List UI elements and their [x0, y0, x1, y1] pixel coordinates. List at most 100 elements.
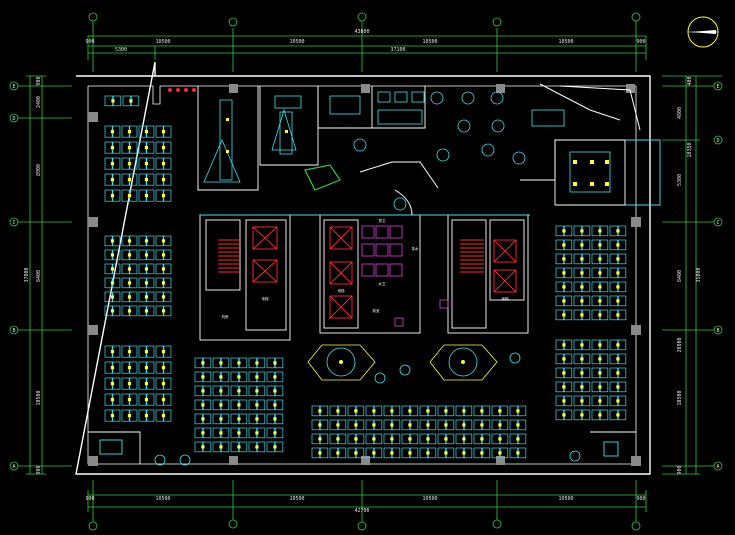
- room-label-elevator-3: 电梯: [502, 296, 510, 301]
- structural-columns: [88, 84, 641, 466]
- ceiling-light: [462, 409, 466, 413]
- grid-bubble-labels: E D C B A E D C B A: [12, 84, 719, 470]
- ceiling-light: [144, 194, 149, 198]
- top-dim-seg-5: 10500: [558, 39, 573, 45]
- top-dim-seg-3: 10500: [289, 39, 304, 45]
- ceiling-light: [580, 385, 584, 389]
- top-dim-seg-6: 900: [636, 39, 645, 45]
- ceiling-light: [598, 399, 602, 403]
- ceiling-light: [161, 146, 166, 150]
- left-overall-dim: 37000: [24, 267, 30, 282]
- ceiling-light: [580, 343, 584, 347]
- ceiling-light: [336, 423, 340, 427]
- room-labels: 电梯 电梯 电梯 男卫 女卫 前室 茶水 机房: [222, 218, 510, 319]
- ceiling-light: [237, 389, 241, 393]
- ceiling-light: [144, 366, 149, 370]
- grid-right-2: D: [716, 138, 719, 144]
- ceiling-light: [598, 243, 602, 247]
- ceiling-light: [372, 451, 376, 455]
- ceiling-light: [562, 371, 566, 375]
- ceiling-light: [580, 299, 584, 303]
- ceiling-light: [598, 285, 602, 289]
- restroom-fixtures: [361, 225, 449, 327]
- ceiling-light: [219, 375, 223, 379]
- ceiling-light: [161, 295, 166, 299]
- ceiling-light: [616, 229, 620, 233]
- ceiling-light: [444, 409, 448, 413]
- ceiling-light: [616, 257, 620, 261]
- ceiling-light: [110, 350, 115, 354]
- ceiling-light: [480, 423, 484, 427]
- ceiling-light: [598, 257, 602, 261]
- grid-right-1: E: [716, 84, 719, 90]
- ceiling-light: [219, 445, 223, 449]
- ceiling-light: [480, 451, 484, 455]
- ceiling-light: [127, 281, 132, 285]
- ceiling-light: [255, 417, 259, 421]
- bottom-overall-dim: 42700: [354, 508, 369, 514]
- reception-lights: [168, 88, 196, 92]
- ceiling-light: [598, 385, 602, 389]
- ceiling-light: [273, 445, 277, 449]
- bottom-dim-seg-3: 10500: [289, 496, 304, 502]
- ceiling-light: [408, 451, 412, 455]
- ceiling-light: [318, 451, 322, 455]
- ceiling-light: [562, 271, 566, 275]
- ceiling-light: [237, 431, 241, 435]
- ceiling-light: [110, 309, 115, 313]
- top-dim-seg-1: 900: [85, 39, 94, 45]
- ceiling-light: [598, 413, 602, 417]
- ceiling-light: [598, 343, 602, 347]
- ceiling-light: [144, 281, 149, 285]
- ceiling-light: [161, 162, 166, 166]
- ceiling-light: [110, 281, 115, 285]
- ceiling-light: [273, 389, 277, 393]
- ceiling-light: [255, 361, 259, 365]
- right-dim-seg-4: 5300: [677, 174, 683, 186]
- ceiling-light: [127, 414, 132, 418]
- ceiling-light: [110, 267, 115, 271]
- ceiling-light: [110, 194, 115, 198]
- ceiling-light: [444, 423, 448, 427]
- room-label-pantry: 茶水: [412, 246, 420, 251]
- grid-right-5: A: [716, 464, 719, 470]
- ceiling-light: [111, 99, 115, 103]
- top-overall-dim: 43800: [354, 29, 369, 35]
- ceiling-light: [426, 451, 430, 455]
- ceiling-light: [354, 423, 358, 427]
- ceiling-light: [255, 403, 259, 407]
- ceiling-light: [161, 350, 166, 354]
- ceiling-light: [616, 271, 620, 275]
- lounge-furniture: [154, 91, 581, 466]
- ceiling-light: [616, 399, 620, 403]
- ceiling-light: [444, 437, 448, 441]
- ceiling-light: [580, 285, 584, 289]
- left-dim-seg-5: 10500: [36, 390, 42, 405]
- ceiling-light: [480, 409, 484, 413]
- ceiling-light: [237, 445, 241, 449]
- ceiling-light: [219, 361, 223, 365]
- ceiling-light: [273, 361, 277, 365]
- ceiling-light: [161, 398, 166, 402]
- ceiling-light: [498, 423, 502, 427]
- ceiling-light: [562, 299, 566, 303]
- ceiling-light: [219, 389, 223, 393]
- ceiling-light: [516, 451, 520, 455]
- ceiling-light: [161, 281, 166, 285]
- ceiling-light: [144, 309, 149, 313]
- ceiling-light: [354, 437, 358, 441]
- ceiling-light: [498, 451, 502, 455]
- ceiling-light: [255, 375, 259, 379]
- grid-bubbles: [9, 12, 723, 531]
- ceiling-light: [237, 403, 241, 407]
- ceiling-light: [129, 99, 133, 103]
- ceiling-light: [598, 357, 602, 361]
- ceiling-light: [127, 295, 132, 299]
- elevator-shafts: [252, 226, 517, 319]
- ceiling-light: [144, 382, 149, 386]
- room-label-womens: 女卫: [379, 281, 387, 286]
- ceiling-light: [480, 437, 484, 441]
- right-dim-seg-6: 20800: [677, 337, 683, 352]
- green-planter: [304, 164, 341, 191]
- ceiling-light: [354, 451, 358, 455]
